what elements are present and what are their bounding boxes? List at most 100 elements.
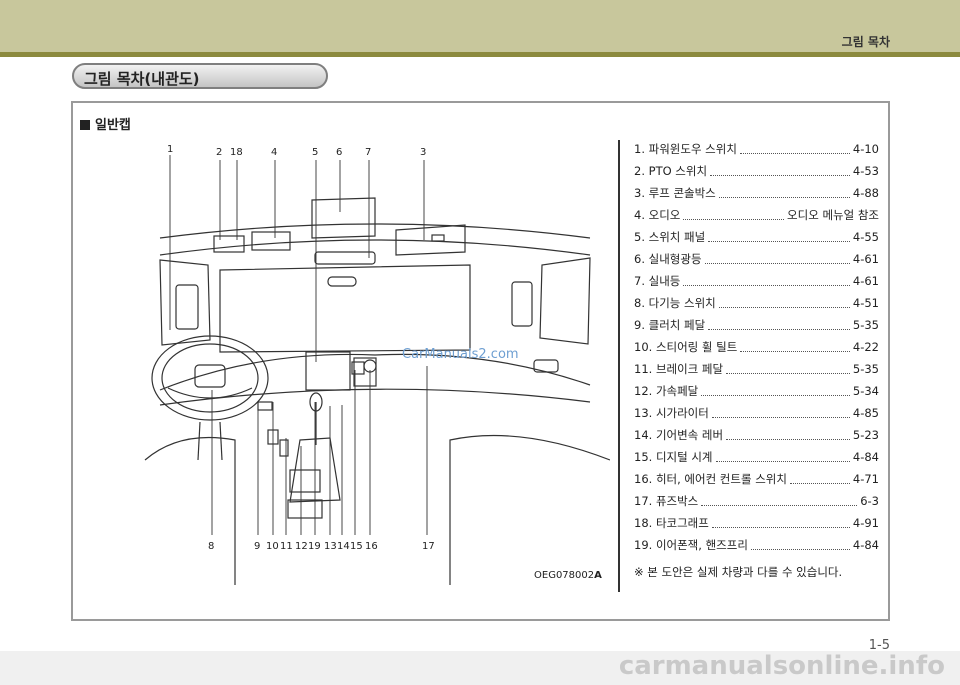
dot-leader [789, 474, 850, 484]
dot-leader [711, 518, 850, 528]
callout-top: 3 [420, 147, 426, 158]
legend-item: 11. 브레이크 페달 5-35 [634, 360, 879, 378]
dot-leader [710, 166, 850, 176]
legend-item-label: 8. 다기능 스위치 [634, 296, 716, 310]
legend-item-page: 4-55 [852, 230, 879, 244]
callout-bottom: 16 [365, 541, 378, 552]
callout-bottom: 13 [324, 541, 337, 552]
callout-bottom: 15 [350, 541, 363, 552]
subsection-title: 일반캡 [80, 114, 131, 133]
legend-item-label: 15. 디지털 시계 [634, 450, 713, 464]
dot-leader [708, 232, 850, 242]
legend-item-label: 1. 파워윈도우 스위치 [634, 142, 737, 156]
callout-bottom: 14 [337, 541, 350, 552]
dot-leader [726, 430, 850, 440]
header-rule [0, 52, 960, 57]
legend-item-label: 10. 스티어링 휠 틸트 [634, 340, 738, 354]
legend-item-page: 4-53 [852, 164, 879, 178]
callout-top: 2 [216, 147, 222, 158]
dot-leader [718, 188, 850, 198]
legend-item: 12. 가속페달 5-34 [634, 382, 879, 400]
legend-item-label: 18. 타코그래프 [634, 516, 709, 530]
legend-item-page: 5-35 [852, 318, 879, 332]
legend-item-page: 5-35 [852, 362, 879, 376]
legend-item-label: 14. 기어변속 레버 [634, 428, 724, 442]
image-code: OEG078002A [534, 570, 602, 581]
header-band [0, 0, 960, 52]
callout-bottom: 19 [308, 541, 321, 552]
legend-item: 7. 실내등 4-61 [634, 272, 879, 290]
legend-item-page: 5-23 [852, 428, 879, 442]
square-bullet-icon [80, 120, 90, 130]
callout-top: 7 [365, 147, 371, 158]
content-frame [71, 101, 890, 621]
legend-item-label: 6. 실내형광등 [634, 252, 702, 266]
legend-item-page: 4-91 [852, 516, 879, 530]
page-number: 1-5 [868, 638, 890, 653]
footer-watermark-band: carmanualsonline.info [0, 651, 960, 685]
callout-bottom: 8 [208, 541, 214, 552]
chapter-title: 그림 목차 [841, 35, 890, 49]
callout-top: 4 [271, 147, 277, 158]
dot-leader [683, 276, 850, 286]
dot-leader [701, 496, 858, 506]
legend-item-label: 12. 가속페달 [634, 384, 699, 398]
image-code-suffix: A [594, 570, 602, 581]
callout-bottom: 17 [422, 541, 435, 552]
footer-watermark[interactable]: carmanualsonline.info [618, 651, 945, 681]
legend-item-page: 4-84 [852, 538, 879, 552]
dot-leader [683, 210, 785, 220]
section-tab: 그림 목차(내관도) [72, 63, 328, 89]
legend-item-label: 7. 실내등 [634, 274, 681, 288]
legend-item: 10. 스티어링 휠 틸트 4-22 [634, 338, 879, 356]
callout-bottom: 12 [295, 541, 308, 552]
legend-item-page: 4-71 [852, 472, 879, 486]
legend-item: 18. 타코그래프 4-91 [634, 514, 879, 532]
legend-item-page: 4-88 [852, 186, 879, 200]
diagram-watermark: CarManuals2.com [402, 347, 519, 362]
legend-item: 1. 파워윈도우 스위치 4-10 [634, 140, 879, 158]
legend-item-label: 4. 오디오 [634, 208, 681, 222]
dot-leader [740, 342, 850, 352]
interior-diagram: 1 2 18 4 5 6 7 3 8 9 10 11 12 19 13 14 1… [144, 144, 610, 585]
legend-item-page: 오디오 메뉴얼 참조 [787, 208, 879, 222]
legend-item: 13. 시가라이터 4-85 [634, 404, 879, 422]
dot-leader [739, 144, 850, 154]
legend-item: 3. 루프 콘솔박스 4-88 [634, 184, 879, 202]
dot-leader [701, 386, 850, 396]
dot-leader [711, 408, 850, 418]
legend-item: 9. 클러치 페달 5-35 [634, 316, 879, 334]
legend-item-page: 4-10 [852, 142, 879, 156]
legend-item-label: 11. 브레이크 페달 [634, 362, 724, 376]
disclaimer-note: ※ 본 도안은 실제 차량과 다를 수 있습니다. [634, 565, 843, 579]
callout-bottom: 9 [254, 541, 260, 552]
legend-item-label: 9. 클러치 페달 [634, 318, 706, 332]
callout-top: 5 [312, 147, 318, 158]
subsection-title-text: 일반캡 [95, 118, 131, 133]
callout-top: 6 [336, 147, 342, 158]
section-tab-label: 그림 목차(내관도) [84, 70, 200, 88]
legend-item-page: 6-3 [860, 494, 879, 508]
legend-item-page: 4-22 [852, 340, 879, 354]
dot-leader [718, 298, 850, 308]
dot-leader [708, 320, 850, 330]
dot-leader [726, 364, 850, 374]
legend-item-label: 3. 루프 콘솔박스 [634, 186, 716, 200]
dot-leader [704, 254, 850, 264]
dot-leader [750, 540, 850, 550]
legend-item-label: 5. 스위치 패널 [634, 230, 706, 244]
legend-item-page: 4-61 [852, 274, 879, 288]
image-code-prefix: OEG078002 [534, 570, 595, 581]
legend-item-page: 4-85 [852, 406, 879, 420]
legend-item-label: 13. 시가라이터 [634, 406, 709, 420]
legend-item-page: 5-34 [852, 384, 879, 398]
dot-leader [715, 452, 850, 462]
legend-item-label: 17. 퓨즈박스 [634, 494, 699, 508]
